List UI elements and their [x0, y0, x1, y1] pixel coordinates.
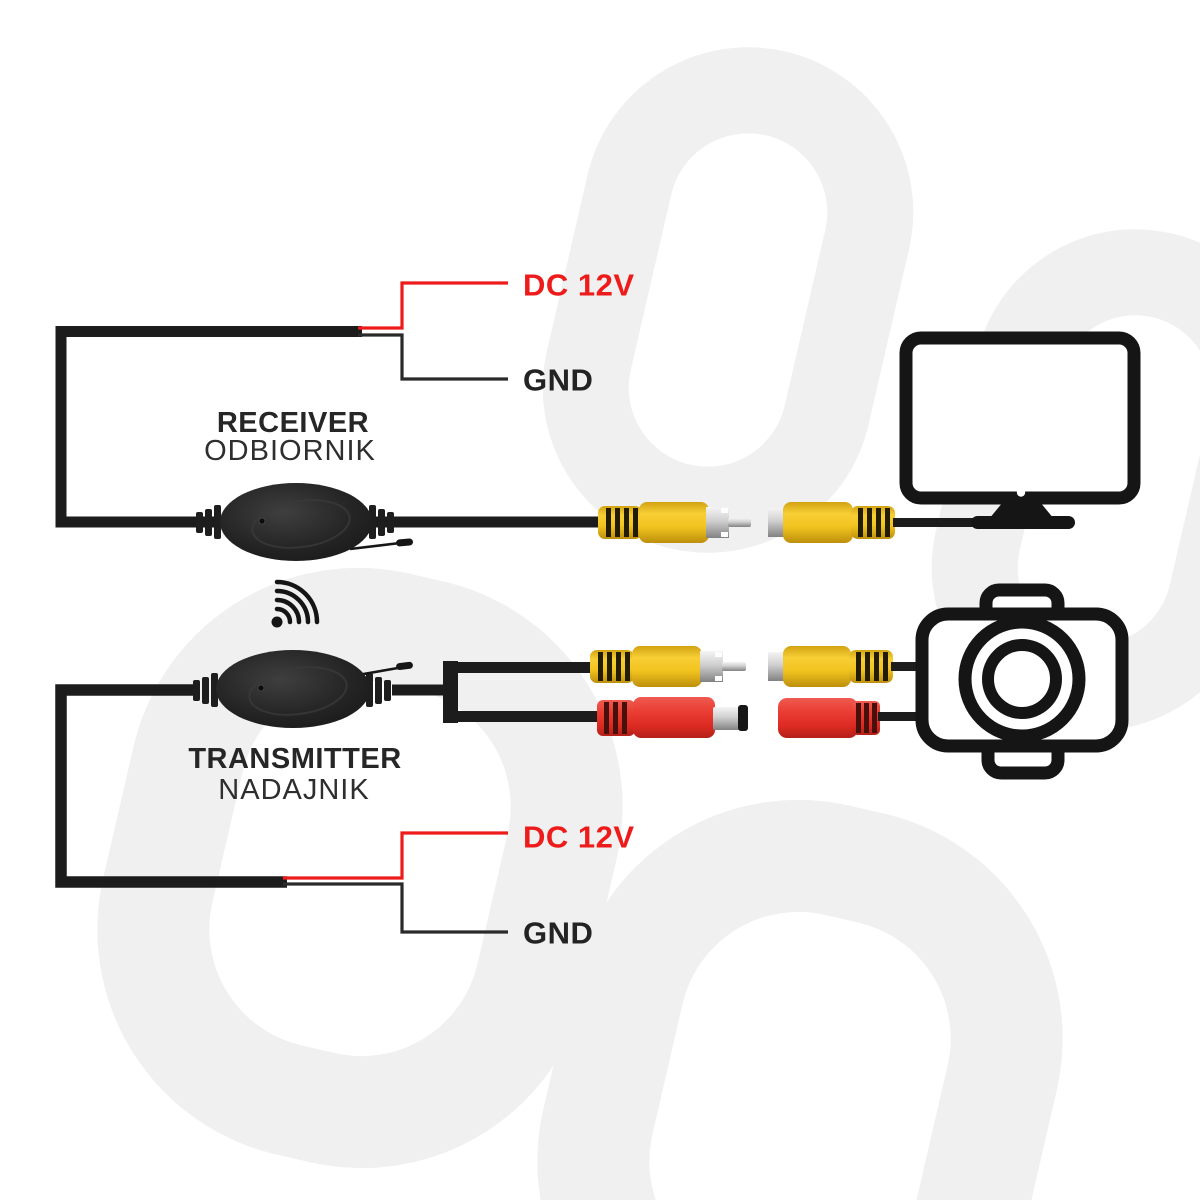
receiver-antenna [349, 541, 401, 551]
dc-barrel-tip [738, 705, 748, 731]
wifi-signal-icon [271, 579, 320, 628]
transmitter-main-cable [55, 684, 287, 888]
cable-splitter [443, 661, 598, 723]
transmitter-power-wire [283, 831, 508, 880]
receiver-power-wire [358, 281, 508, 330]
monitor-power-dot [1016, 488, 1026, 497]
receiver-strain-relief-right [369, 505, 394, 539]
receiver-strain-relief-left [196, 505, 221, 539]
receiver-antenna-tip [396, 538, 414, 547]
receiver-power-label: DC 12V [523, 268, 635, 303]
rca-plug-yellow-male-transmitter [590, 646, 746, 687]
receiver-led-hole [258, 517, 266, 525]
transmitter-title: TRANSMITTER [188, 743, 401, 775]
dc-jack-red-female [778, 698, 930, 738]
transmitter-strain-relief-left [193, 673, 218, 707]
transmitter-out-cable [392, 684, 450, 696]
rca-jack-yellow-female-monitor [768, 502, 976, 543]
monitor-stand [989, 502, 1054, 519]
dc-plug-red-male [597, 697, 748, 738]
receiver-title: RECEIVER [217, 407, 369, 439]
monitor-icon [899, 331, 1141, 529]
receiver-ground-wire [358, 333, 508, 381]
camera-power-cable [878, 712, 930, 721]
rca-pin [722, 662, 746, 671]
rca-jack-yellow-female-camera [768, 646, 931, 687]
camera-lens-inner [982, 639, 1062, 719]
transmitter-led-hole [257, 684, 265, 692]
receiver-body-ridge [251, 499, 351, 549]
transmitter-subtitle: NADAJNIK [218, 774, 369, 806]
camera-icon [915, 583, 1129, 780]
transmitter-ground-label: GND [523, 916, 593, 951]
receiver-ground-label: GND [523, 363, 593, 398]
transmitter-unit [193, 650, 413, 728]
dc-barrel [713, 707, 740, 730]
transmitter-ground-wire [283, 882, 508, 934]
rca-pin [728, 518, 751, 527]
camera-video-cable [891, 662, 931, 671]
receiver-unit [196, 483, 414, 561]
monitor-base [971, 516, 1075, 529]
transmitter-body-ridge [248, 666, 348, 716]
receiver-subtitle: ODBIORNIK [204, 435, 376, 467]
transmitter-power-label: DC 12V [523, 820, 635, 855]
transmitter-antenna-tip [396, 661, 413, 671]
monitor-cable [893, 518, 976, 527]
rca-plug-yellow-male-receiver [598, 502, 751, 543]
